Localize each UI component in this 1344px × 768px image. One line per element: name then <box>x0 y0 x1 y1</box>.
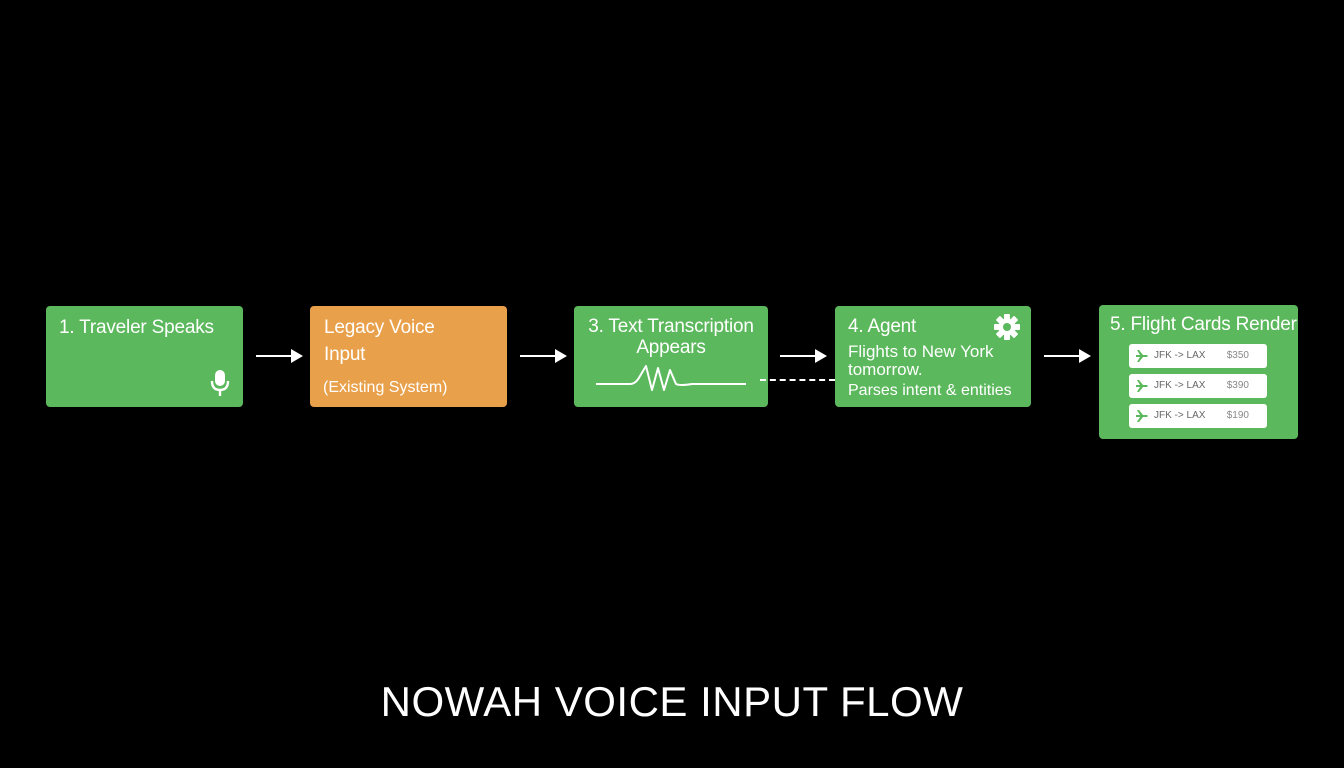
step-2-subtitle: (Existing System) <box>323 379 448 396</box>
step-5-title: 5. Flight Cards Render <box>1110 314 1297 335</box>
step-4-title: 4. Agent <box>848 316 917 337</box>
step-2-title-line2: Input <box>324 344 366 365</box>
flight-route: JFK -> LAX <box>1154 410 1206 421</box>
step-3-title-line2: Appears <box>636 337 706 358</box>
airplane-icon <box>1136 350 1148 362</box>
flight-card[interactable]: JFK -> LAX $350 <box>1129 344 1267 368</box>
flight-price: $390 <box>1226 380 1249 391</box>
flight-card[interactable]: JFK -> LAX $390 <box>1129 374 1267 398</box>
step-3-title-line1: 3. Text Transcription <box>588 316 754 337</box>
microphone-icon <box>210 370 230 396</box>
flight-price: $350 <box>1226 350 1249 361</box>
flight-price: $190 <box>1226 410 1249 421</box>
airplane-icon <box>1136 380 1148 392</box>
gear-icon <box>994 314 1020 340</box>
flight-route: JFK -> LAX <box>1154 380 1206 391</box>
flight-route: JFK -> LAX <box>1154 350 1206 361</box>
flow-arrow-4 <box>1044 349 1091 363</box>
step-4-description: Parses intent & entities <box>848 382 1012 399</box>
dashed-connector <box>760 379 835 381</box>
step-1-title: 1. Traveler Speaks <box>59 317 214 338</box>
step-flight-cards-render: 5. Flight Cards Render JFK -> LAX $350 J… <box>1099 305 1298 439</box>
step-legacy-voice-input: Legacy Voice Input (Existing System) <box>310 306 507 407</box>
step-agent: 4. Agent Flights to New York tomorrow. P… <box>835 306 1031 407</box>
step-traveler-speaks: 1. Traveler Speaks <box>46 306 243 407</box>
waveform-icon <box>596 365 746 391</box>
diagram-title: NOWAH VOICE INPUT FLOW <box>380 678 964 725</box>
step-text-transcription: 3. Text Transcription Appears <box>574 306 768 407</box>
flow-arrow-1 <box>256 349 303 363</box>
step-4-utterance-line1: Flights to New York <box>848 342 994 361</box>
flight-card[interactable]: JFK -> LAX $190 <box>1129 404 1267 428</box>
flow-arrow-3 <box>780 349 827 363</box>
airplane-icon <box>1136 410 1148 422</box>
step-2-title-line1: Legacy Voice <box>324 317 435 338</box>
step-4-utterance-line2: tomorrow. <box>848 360 923 379</box>
flow-arrow-2 <box>520 349 567 363</box>
